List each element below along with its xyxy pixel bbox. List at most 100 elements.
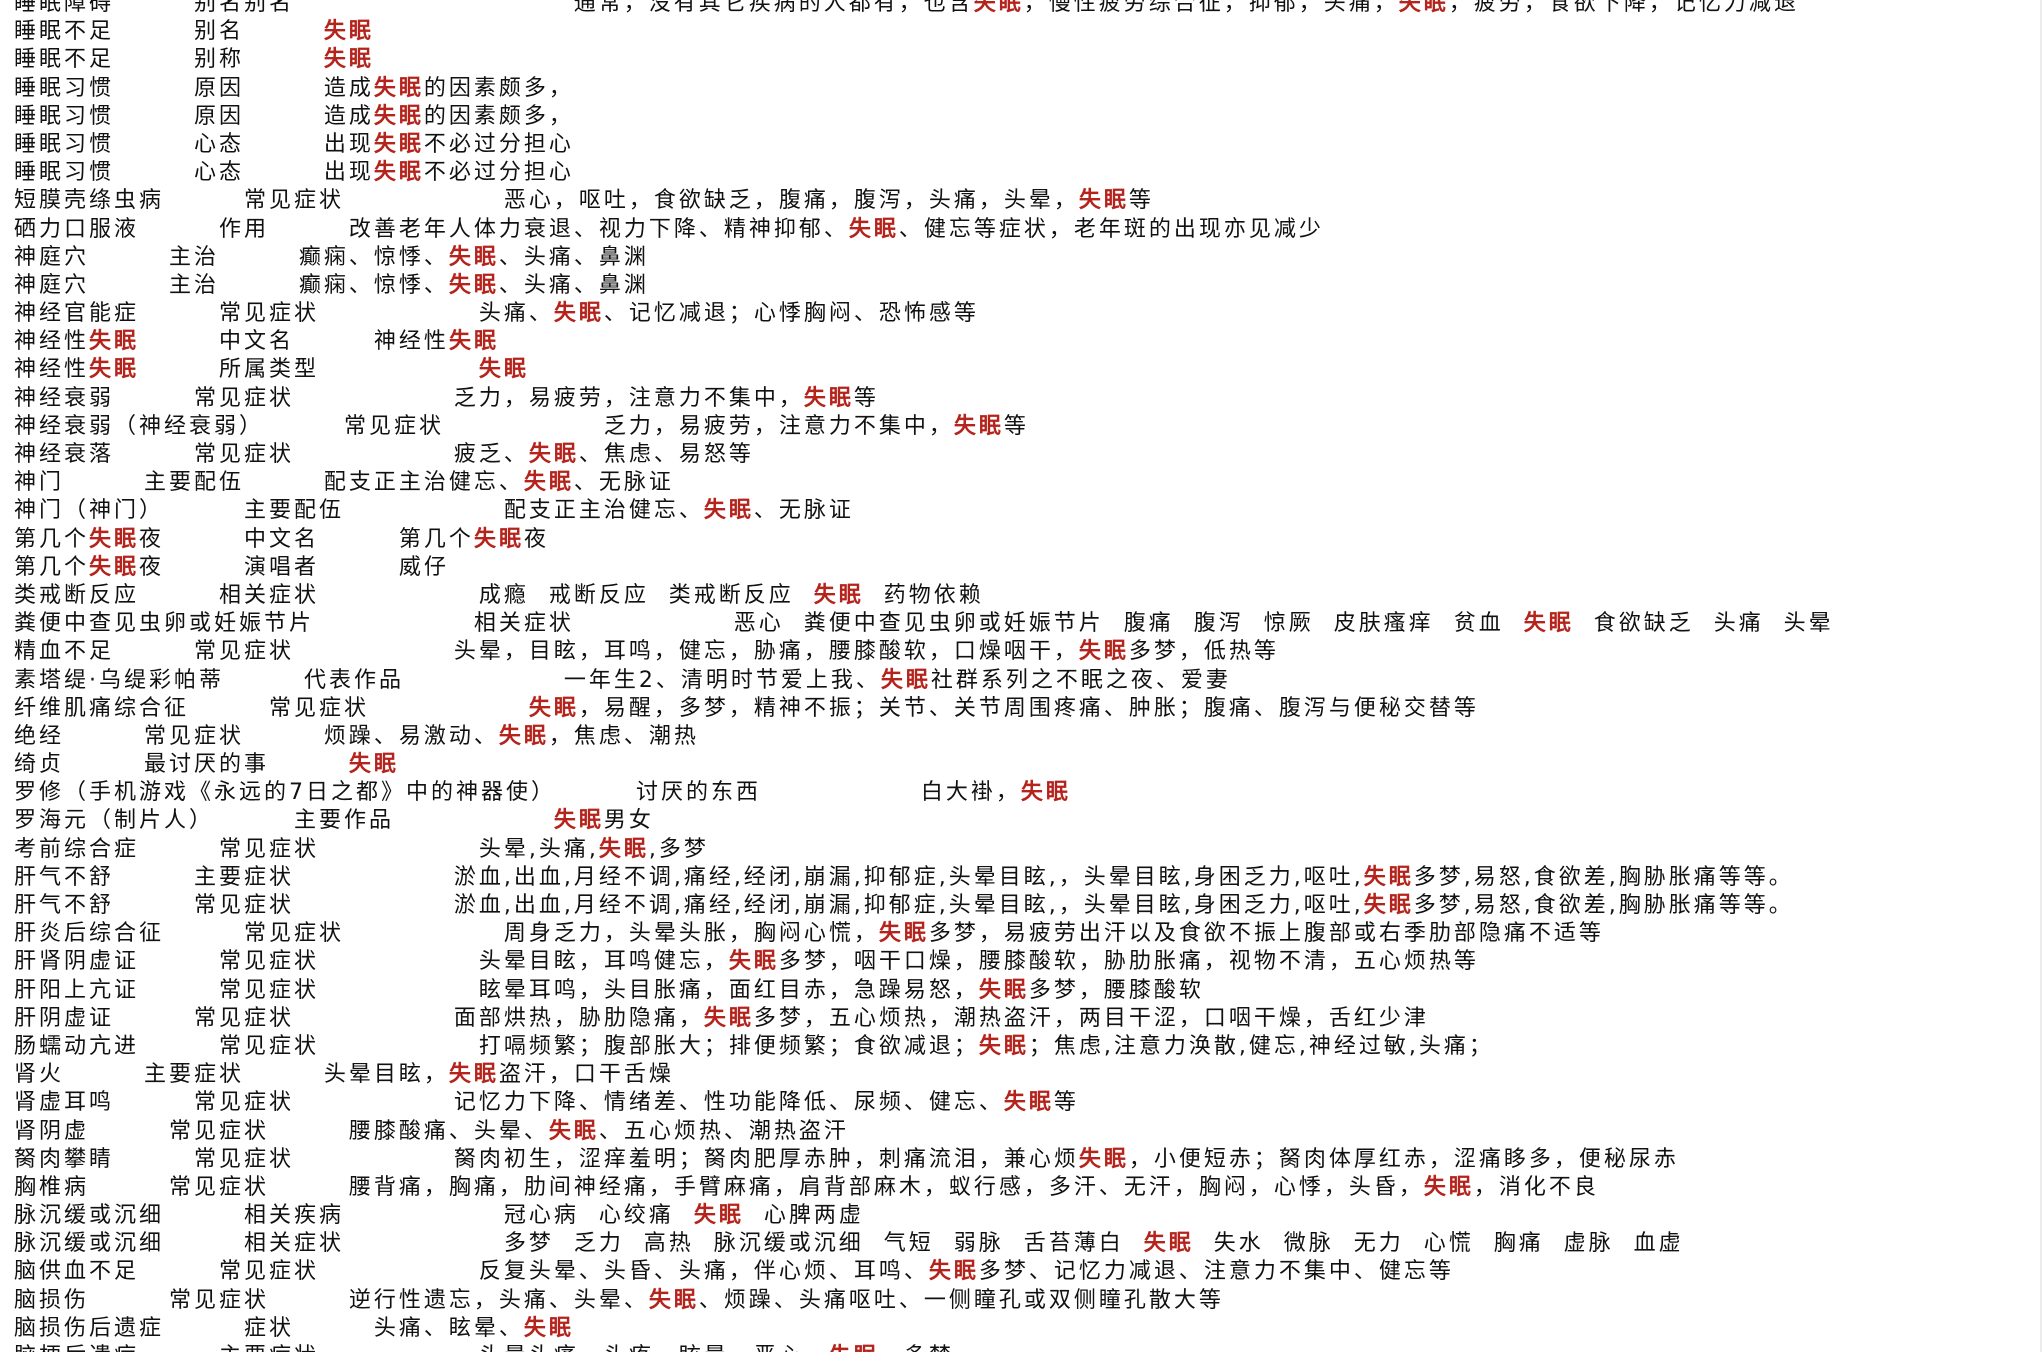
text-line: 短膜壳绦虫病 常见症状 恶心，呕吐，食欲缺乏，腹痛，腹泻，头痛，头晕，失眠等 — [14, 188, 1154, 214]
text-line: 神经性失眠 中文名 神经性失眠 — [14, 329, 499, 355]
text-line: 罗海元（制片人） 主要作品 失眠男女 — [14, 808, 654, 834]
keyword-highlight: 失眠 — [1363, 893, 1414, 918]
keyword-highlight: 失眠 — [703, 1005, 754, 1031]
text-line: 类戒断反应 相关症状 成瘾 戒断反应 类戒断反应 失眠 药物依赖 — [14, 582, 984, 608]
text-line: 第几个失眠夜 演唱者 威仔 — [14, 554, 449, 580]
scrollbar-edge[interactable] — [2040, 0, 2042, 1352]
keyword-highlight: 失眠 — [498, 723, 549, 749]
keyword-highlight: 失眠 — [373, 75, 424, 101]
keyword-highlight: 失眠 — [813, 582, 864, 608]
keyword-highlight: 失眠 — [548, 1118, 599, 1144]
text-line: 素塔缇·乌缇彩帕蒂 代表作品 一年生2、清明时节爱上我、失眠社群系列之不眠之夜、… — [14, 667, 1231, 693]
text-line: 睡眠障碍 别名别名 通常，没有其它疾病的人都有，也含失眠，慢性疲劳综合征，抑郁，… — [14, 0, 1834, 18]
keyword-highlight: 失眠 — [803, 385, 854, 411]
keyword-highlight: 失眠 — [448, 329, 499, 355]
keyword-highlight: 失眠 — [829, 1344, 879, 1352]
text-line: 神门（神门） 主要配伍 配支正主治健忘、失眠、无脉证 — [14, 498, 854, 524]
text-line: 胬肉攀睛 常见症状 胬肉初生，涩痒羞明；胬肉肥厚赤肿，刺痛流泪，兼心烦失眠，小便… — [14, 1146, 1679, 1172]
keyword-highlight: 失眠 — [553, 808, 604, 834]
text-line: 睡眠习惯 原因 造成失眠的因素颇多， — [14, 103, 574, 129]
text-line: 神经官能症 常见症状 头痛、失眠、记忆减退；心悸胸闷、恐怖感等 — [14, 301, 979, 327]
text-line: 神经衰弱（神经衰弱） 常见症状 乏力，易疲劳，注意力不集中，失眠等 — [14, 413, 1029, 439]
keyword-highlight: 失眠 — [528, 695, 579, 721]
text-line: 脑供血不足 常见症状 反复头晕、头昏、头痛，伴心烦、耳鸣、失眠多梦、记忆力减退、… — [14, 1259, 1454, 1285]
text-line: 睡眠习惯 心态 出现失眠不必过分担心 — [14, 131, 574, 157]
text-line: 胸椎病 常见症状 腰背痛，胸痛，肋间神经痛，手臂麻痛，肩背部麻木，蚁行感，多汗、… — [14, 1174, 1599, 1200]
keyword-highlight: 失眠 — [978, 1033, 1029, 1059]
text-line: 神经衰弱 常见症状 乏力，易疲劳，注意力不集中，失眠等 — [14, 385, 879, 411]
keyword-highlight: 失眠 — [880, 667, 931, 693]
text-line: 罗修（手机游戏《永远的7日之都》中的神器使） 讨厌的东西 白大褂，失眠 — [14, 780, 1071, 806]
text-line: 睡眠习惯 心态 出现失眠不必过分担心 — [14, 160, 574, 186]
keyword-highlight: 失眠 — [473, 526, 524, 552]
keyword-highlight: 失眠 — [1143, 1231, 1194, 1257]
keyword-highlight: 失眠 — [89, 526, 140, 552]
keyword-highlight: 失眠 — [448, 1062, 499, 1088]
text-line: 肝阳上亢证 常见症状 眩晕耳鸣，头目胀痛，面红目赤，急躁易怒，失眠多梦，腰膝酸软 — [14, 977, 1204, 1003]
text-line: 脉沉缓或沉细 相关疾病 冠心病 心绞痛 失眠 心脾两虚 — [14, 1203, 864, 1229]
keyword-highlight: 失眠 — [648, 1287, 699, 1313]
text-line: 粪便中查见虫卵或妊娠节片 相关症状 恶心 粪便中查见虫卵或妊娠节片 腹痛 腹泻 … — [14, 611, 1834, 637]
keyword-highlight: 失眠 — [373, 131, 424, 157]
text-line: 肾火 主要症状 头晕目眩，失眠盗汗，口干舌燥 — [14, 1062, 674, 1088]
keyword-highlight: 失眠 — [1078, 188, 1129, 214]
text-line: 神经性失眠 所属类型 失眠 — [14, 357, 529, 383]
text-line: 神庭穴 主治 癫痫、惊悸、失眠、头痛、鼻渊 — [14, 272, 649, 298]
text-line: 神经衰落 常见症状 疲乏、失眠、焦虑、易怒等 — [14, 442, 754, 467]
keyword-highlight: 失眠 — [528, 442, 579, 467]
text-line: 肠蠕动亢进 常见症状 打嗝频繁；腹部胀大；排便频繁；食欲减退；失眠；焦虑,注意力… — [14, 1033, 1494, 1059]
text-line: 肾阴虚 常见症状 腰膝酸痛、头晕、失眠、五心烦热、潮热盗汗 — [14, 1118, 849, 1144]
text-line: 精血不足 常见症状 头晕，目眩，耳鸣，健忘，胁痛，腰膝酸软，口燥咽干，失眠多梦，… — [14, 639, 1279, 665]
keyword-highlight: 失眠 — [89, 357, 140, 383]
keyword-highlight: 失眠 — [878, 921, 929, 947]
keyword-highlight: 失眠 — [973, 0, 1024, 16]
keyword-highlight: 失眠 — [1078, 639, 1129, 665]
text-line: 肝炎后综合征 常见症状 周身乏力，头晕头胀，胸闷心慌，失眠多梦，易疲劳出汗以及食… — [14, 921, 1604, 947]
keyword-highlight: 失眠 — [448, 244, 499, 270]
keyword-highlight: 失眠 — [1523, 611, 1574, 637]
keyword-highlight: 失眠 — [523, 470, 574, 496]
text-line: 睡眠不足 别称 失眠 — [14, 47, 374, 73]
keyword-highlight: 失眠 — [693, 1203, 744, 1229]
keyword-highlight: 失眠 — [953, 413, 1004, 439]
text-line: 肝肾阴虚证 常见症状 头晕目眩，耳鸣健忘，失眠多梦，咽干口燥，腰膝酸软，胁肋胀痛… — [14, 949, 1479, 975]
keyword-highlight: 失眠 — [728, 949, 779, 975]
text-line: 考前综合症 常见症状 头晕,头痛,失眠,多梦 — [14, 836, 709, 862]
text-line: 肝气不舒 主要症状 淤血,出血,月经不调,痛经,经闭,崩漏,抑郁症,头晕目眩,，… — [14, 864, 1794, 890]
text-line: 睡眠习惯 原因 造成失眠的因素颇多， — [14, 75, 574, 101]
text-line: 绮贞 最讨厌的事 失眠 — [14, 752, 399, 778]
keyword-highlight: 失眠 — [373, 160, 424, 186]
keyword-highlight: 失眠 — [848, 216, 899, 242]
text-line: 肝阴虚证 常见症状 面部烘热，胁肋隐痛，失眠多梦，五心烦热，潮热盗汗，两目干涩，… — [14, 1005, 1429, 1031]
keyword-highlight: 失眠 — [553, 301, 604, 327]
text-line: 第几个失眠夜 中文名 第几个失眠夜 — [14, 526, 549, 552]
text-line: 纤维肌痛综合征 常见症状 失眠，易醒，多梦，精神不振；关节、关节周围疼痛、肿胀；… — [14, 695, 1479, 721]
keyword-highlight: 失眠 — [89, 329, 140, 355]
text-line: 神门 主要配伍 配支正主治健忘、失眠、无脉证 — [14, 470, 674, 496]
keyword-highlight: 失眠 — [323, 19, 374, 45]
text-line: 睡眠不足 别名 失眠 — [14, 19, 374, 45]
keyword-highlight: 失眠 — [89, 554, 140, 580]
text-line: 脑损伤后遗症 症状 头痛、眩晕、失眠 — [14, 1315, 574, 1341]
keyword-highlight: 失眠 — [478, 357, 529, 383]
keyword-highlight: 失眠 — [373, 103, 424, 129]
keyword-highlight: 失眠 — [1003, 1090, 1054, 1116]
keyword-highlight: 失眠 — [1078, 1146, 1129, 1172]
text-line: 硒力口服液 作用 改善老年人体力衰退、视力下降、精神抑郁、失眠、健忘等症状，老年… — [14, 216, 1324, 242]
keyword-highlight: 失眠 — [1020, 780, 1071, 806]
keyword-highlight: 失眠 — [1398, 0, 1449, 16]
text-lines: 睡眠障碍 别名别名 通常，没有其它疾病的人都有，也含失眠，慢性疲劳综合征，抑郁，… — [14, 0, 1834, 1352]
text-line: 肾虚耳鸣 常见症状 记忆力下降、情绪差、性功能降低、尿频、健忘、失眠等 — [14, 1090, 1079, 1116]
keyword-highlight: 失眠 — [523, 1315, 574, 1341]
keyword-highlight: 失眠 — [348, 752, 399, 778]
keyword-highlight: 失眠 — [1423, 1174, 1474, 1200]
text-line: 脑梗后遗症 主要症状 头晕头痛，头疼、眩晕、恶心、失眠、多梦， — [14, 1343, 1834, 1352]
keyword-highlight: 失眠 — [703, 498, 754, 524]
keyword-highlight: 失眠 — [598, 836, 649, 862]
keyword-highlight: 失眠 — [1363, 864, 1414, 890]
keyword-highlight: 失眠 — [978, 977, 1029, 1003]
keyword-highlight: 失眠 — [928, 1259, 979, 1285]
keyword-highlight: 失眠 — [323, 47, 374, 73]
text-line: 脉沉缓或沉细 相关症状 多梦 乏力 高热 脉沉缓或沉细 气短 弱脉 舌苔薄白 失… — [14, 1231, 1684, 1257]
